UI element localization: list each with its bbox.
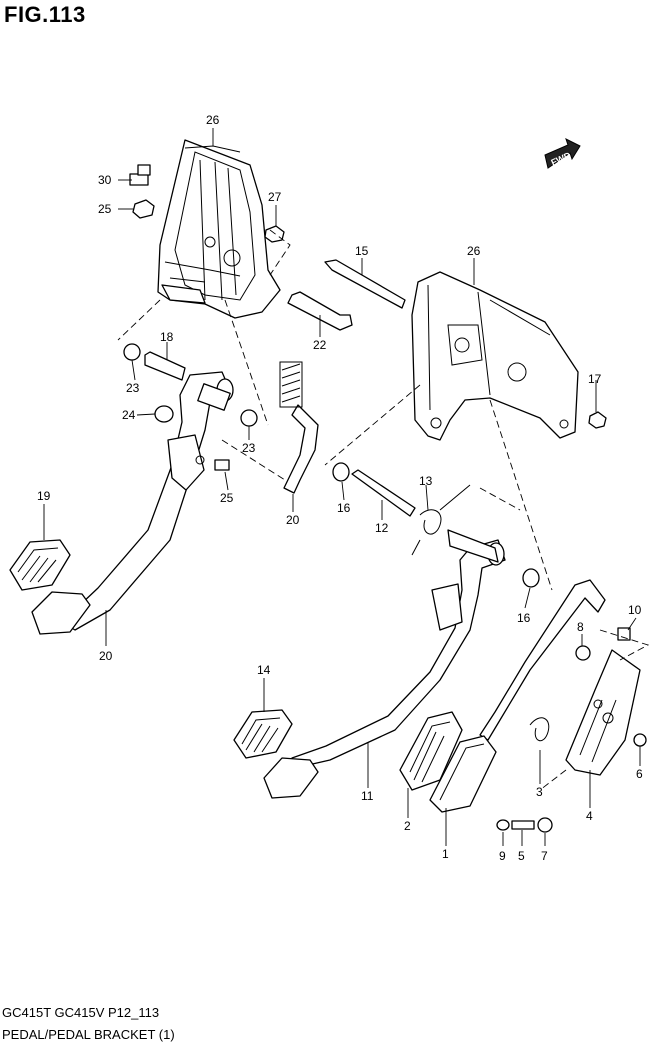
brake-pedal-plate-11 bbox=[263, 757, 319, 799]
callout-23b: 23 bbox=[242, 441, 256, 455]
accelerator-pedal-arm bbox=[479, 579, 606, 741]
callout-19: 19 bbox=[37, 489, 51, 503]
footer-models: GC415T GC415V P12_113 bbox=[2, 1005, 160, 1020]
callout-6: 6 bbox=[636, 767, 643, 781]
callout-21: 20 bbox=[286, 513, 300, 527]
clutch-pedal-plate-20 bbox=[31, 591, 91, 635]
callout-leader-lines bbox=[43, 128, 641, 846]
callout-28: 26 bbox=[206, 113, 220, 127]
callout-3: 3 bbox=[536, 785, 543, 799]
accelerator-bracket-4 bbox=[565, 649, 641, 776]
assembly-dashed-lines bbox=[117, 229, 650, 791]
pedal-bracket-cover-27 bbox=[411, 271, 579, 441]
figure-title: FIG.113 bbox=[4, 2, 86, 27]
callout-17: 17 bbox=[588, 372, 602, 386]
callout-20: 20 bbox=[99, 649, 113, 663]
callout-7: 7 bbox=[541, 849, 548, 863]
callout-30: 30 bbox=[98, 173, 112, 187]
accelerator-pad-1 bbox=[429, 735, 497, 813]
callout-22: 22 bbox=[313, 338, 327, 352]
callout-4: 4 bbox=[586, 809, 593, 823]
callout-26: 25 bbox=[98, 202, 112, 216]
fwd-arrow-icon: FWD bbox=[544, 138, 581, 169]
callout-8: 8 bbox=[577, 620, 584, 634]
callout-10: 10 bbox=[628, 603, 642, 617]
callout-18: 18 bbox=[160, 330, 174, 344]
callout-12: 12 bbox=[375, 521, 389, 535]
hardware-parts bbox=[123, 164, 647, 833]
callout-29: 27 bbox=[268, 190, 282, 204]
callout-16b: 16 bbox=[517, 611, 531, 625]
callout-9: 9 bbox=[499, 849, 506, 863]
accelerator-pad-2 bbox=[399, 711, 463, 791]
callout-2: 2 bbox=[404, 819, 411, 833]
callout-numbers: 26 30 25 27 15 26 22 18 23 24 23 25 20 1… bbox=[37, 113, 643, 863]
callout-13: 13 bbox=[419, 474, 433, 488]
footer-section-title: PEDAL/PEDAL BRACKET (1) bbox=[2, 1027, 175, 1042]
clutch-pedal-arm-20 bbox=[61, 371, 234, 631]
brake-pedal-pad-14 bbox=[233, 709, 293, 759]
callout-5: 5 bbox=[518, 849, 525, 863]
callout-15: 15 bbox=[355, 244, 369, 258]
callout-24: 24 bbox=[122, 408, 136, 422]
callout-23: 23 bbox=[126, 381, 140, 395]
clutch-pedal-pad-19 bbox=[9, 539, 71, 591]
callout-14: 14 bbox=[257, 663, 271, 677]
callout-27: 26 bbox=[467, 244, 481, 258]
pedal-bracket-28 bbox=[157, 139, 281, 319]
brake-pedal-arm-11 bbox=[291, 529, 506, 769]
callout-16: 16 bbox=[337, 501, 351, 515]
callout-11: 11 bbox=[361, 789, 374, 803]
callout-1: 1 bbox=[442, 847, 449, 861]
callout-25: 25 bbox=[220, 491, 234, 505]
